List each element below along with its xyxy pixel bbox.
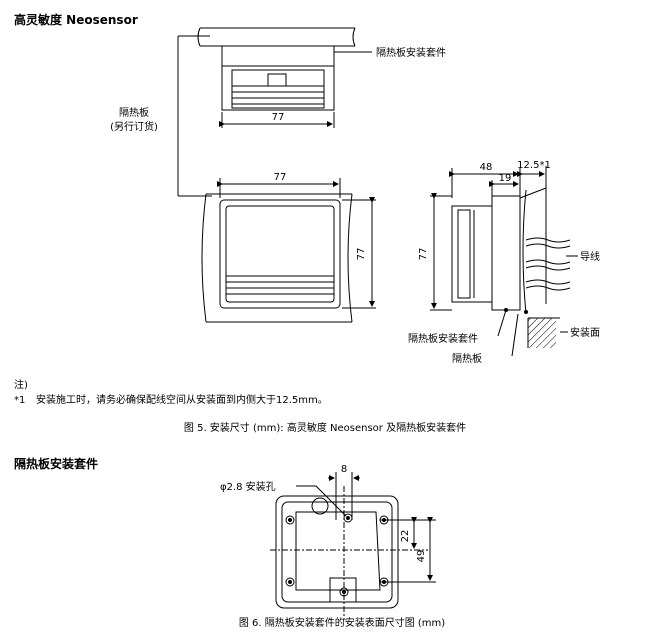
front-height-label: 77 [356,248,367,261]
mount-hole-center-top [343,513,353,523]
surface-label: 安装面 [570,326,600,339]
side-kit-label: 隔热板安装套件 [408,332,478,345]
side-plate-label: 隔热板 [452,352,482,365]
figure5-caption: 图 5. 安装尺寸 (mm): 高灵敏度 Neosensor 及隔热板安装套件 [184,421,466,434]
mount-face-view [270,472,436,620]
heat-plate-order-note: (另行订货) [110,120,158,133]
wire-label: 导线 [580,250,600,263]
section1-title: 高灵敏度 Neosensor [14,12,138,27]
front-width-label: 77 [274,172,287,183]
plate-marker-dot [524,310,528,314]
heat-plate-leader [177,35,212,197]
side-height-label: 77 [418,248,429,261]
side-gap-label: 12.5*1 [517,160,551,171]
side-depth-label: 48 [480,162,493,173]
dim-49-label: 49 [416,550,427,563]
dim-22-label: 22 [400,530,411,543]
mount-hole-tl [285,515,295,525]
front-view [201,178,376,323]
top-width-label: 77 [272,112,285,123]
figure6-caption: 图 6. 隔热板安装套件的安装表面尺寸图 (mm) [239,616,445,629]
mount-hole-bl [285,577,295,587]
top-view [197,27,372,128]
note-text: 安装施工时，请务必确保配线空间从安装面到内侧大于12.5mm。 [36,393,328,406]
heat-plate-label: 隔热板 [119,106,149,119]
section2-title: 隔热板安装套件 [14,456,98,471]
mounting-surface-hatch [528,318,556,348]
note-mark: *1 [14,395,25,406]
side-inner-label: 19 [499,173,512,184]
mount-holes [285,513,389,597]
kit-marker-dot [504,308,508,312]
notes-head: 注) [14,378,28,391]
mount-hole-center-bottom [339,587,349,597]
side-view [430,166,578,357]
mount-hole-tr [379,515,389,525]
mount-hole-br [379,577,389,587]
top-dim-8: 8 [341,464,347,475]
hole-label: φ2.8 安装孔 [220,480,276,493]
top-kit-callout: 隔热板安装套件 [376,46,446,59]
